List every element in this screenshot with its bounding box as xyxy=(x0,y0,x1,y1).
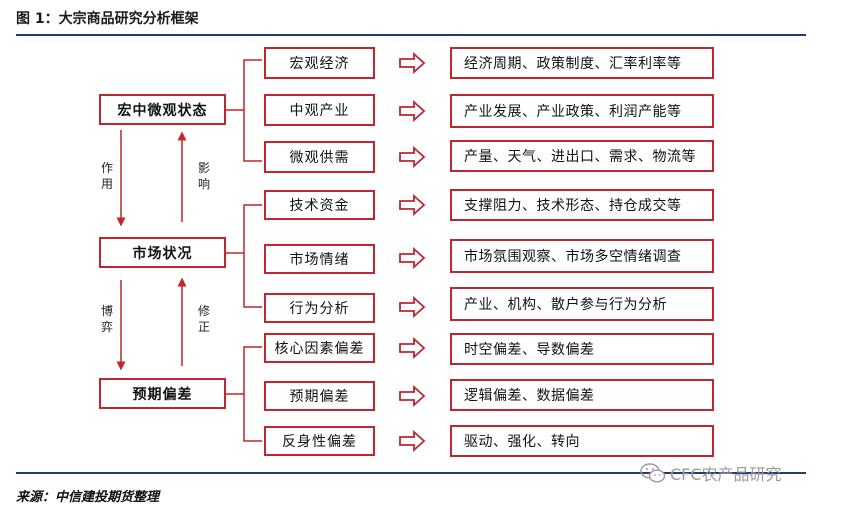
factor-macro-economy: 宏观经济 xyxy=(264,47,375,79)
label-correction: 修正 xyxy=(197,304,210,334)
factor-market-sentiment: 市场情绪 xyxy=(264,244,375,274)
factor-meso-industry: 中观产业 xyxy=(264,94,375,126)
watermark: CFC农产品研究 xyxy=(640,461,782,485)
block-arrow-1 xyxy=(399,51,426,75)
block-arrow-7 xyxy=(399,336,426,360)
detail-behavior-analysis: 产业、机构、散户参与行为分析 xyxy=(450,287,714,321)
label-effect: 作用 xyxy=(100,161,113,191)
block-arrow-8 xyxy=(399,384,426,408)
node-market-condition: 市场状况 xyxy=(99,237,226,268)
factor-micro-supply-demand: 微观供需 xyxy=(264,141,375,173)
wechat-icon xyxy=(640,463,666,483)
block-arrow-9 xyxy=(399,429,426,453)
detail-reflexivity-deviation: 驱动、强化、转向 xyxy=(450,425,714,457)
node-macro-meso-micro: 宏中微观状态 xyxy=(99,94,226,125)
factor-technical-funds: 技术资金 xyxy=(264,190,375,220)
detail-macro-economy: 经济周期、政策制度、汇率利率等 xyxy=(450,47,714,79)
block-arrow-2 xyxy=(399,99,426,123)
figure-title: 图 1：大宗商品研究分析框架 xyxy=(16,11,199,27)
footer-rule xyxy=(16,472,806,474)
source-note: 来源：中信建投期货整理 xyxy=(16,490,160,505)
factor-expectation-deviation: 预期偏差 xyxy=(264,381,375,411)
block-arrow-3 xyxy=(399,145,426,169)
header-rule xyxy=(16,34,806,36)
detail-meso-industry: 产业发展、产业政策、利润产能等 xyxy=(450,94,714,128)
brace-group-1 xyxy=(226,59,262,162)
node-expectation-deviation: 预期偏差 xyxy=(99,378,226,409)
block-arrow-6 xyxy=(399,295,426,319)
detail-core-deviation: 时空偏差、导数偏差 xyxy=(450,333,714,365)
block-arrow-5 xyxy=(399,246,426,270)
label-game: 博弈 xyxy=(100,304,113,334)
factor-core-deviation: 核心因素偏差 xyxy=(264,333,375,363)
detail-market-sentiment: 市场氛围观察、市场多空情绪调查 xyxy=(450,239,714,273)
factor-behavior-analysis: 行为分析 xyxy=(264,293,375,323)
watermark-text: CFC农产品研究 xyxy=(670,465,782,484)
factor-reflexivity-deviation: 反身性偏差 xyxy=(264,426,375,456)
block-arrow-4 xyxy=(399,193,426,217)
label-influence: 影响 xyxy=(197,161,210,191)
brace-group-3 xyxy=(226,346,262,442)
detail-technical-funds: 支撑阻力、技术形态、持仓成交等 xyxy=(450,189,714,221)
detail-expectation-deviation: 逻辑偏差、数据偏差 xyxy=(450,379,714,411)
detail-micro-supply-demand: 产量、天气、进出口、需求、物流等 xyxy=(450,140,714,172)
brace-group-2 xyxy=(226,204,262,308)
